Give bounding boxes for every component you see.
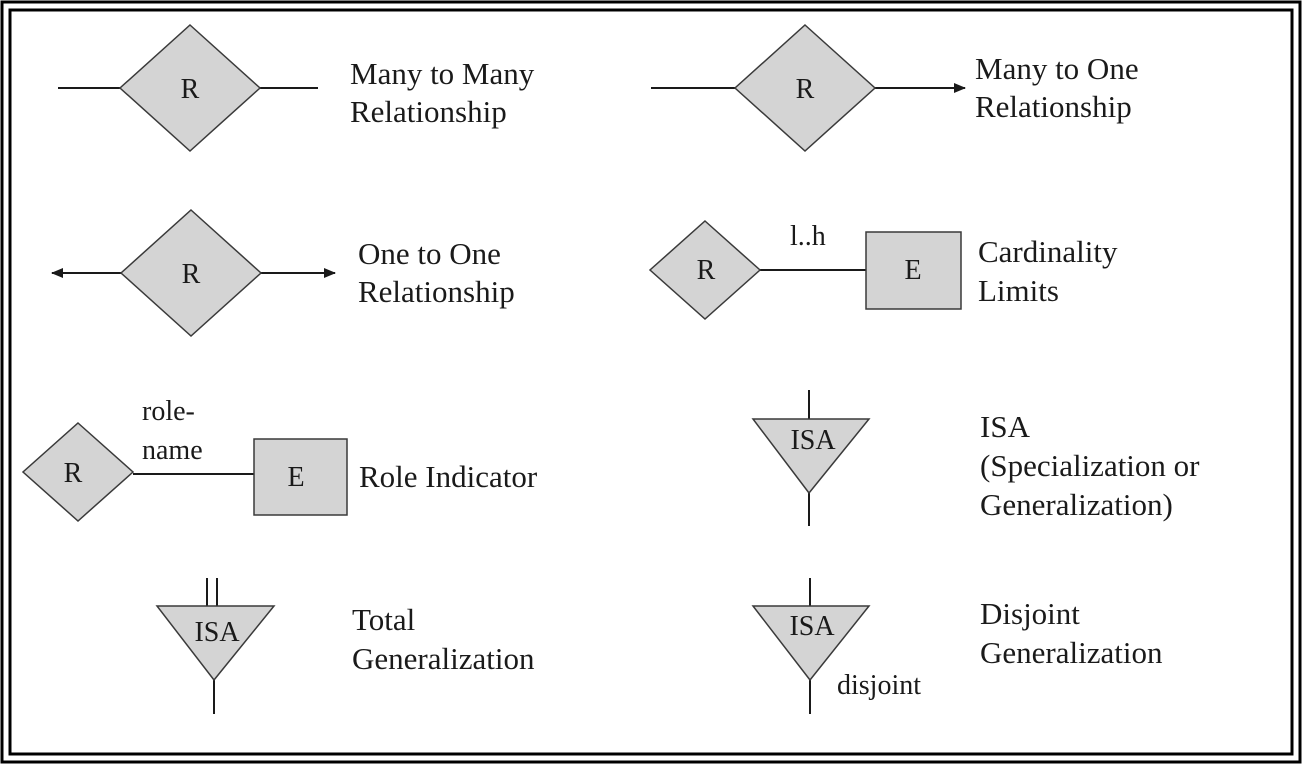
relationship-symbol: R xyxy=(697,255,716,286)
role-name-label-line2: name xyxy=(142,435,203,466)
isa-triangle-label: ISA xyxy=(194,617,240,648)
total-generalization-label-line1: Total xyxy=(352,602,415,637)
many-to-many-label-line2: Relationship xyxy=(350,94,507,129)
disjoint-generalization-symbol: ISA disjoint xyxy=(751,578,921,714)
cardinality-range-label: l..h xyxy=(790,221,826,252)
total-generalization-symbol: ISA xyxy=(155,578,276,714)
role-indicator-symbol: R E role- name xyxy=(21,396,348,523)
isa-symbol: ISA xyxy=(751,390,871,526)
one-to-one-label-line1: One to One xyxy=(358,236,501,271)
cardinality-limits-symbol: R E l..h xyxy=(648,219,962,321)
cardinality-label-line1: Cardinality xyxy=(978,234,1118,269)
many-to-one-label-line2: Relationship xyxy=(975,89,1132,124)
relationship-symbol: R xyxy=(64,458,83,489)
entity-symbol: E xyxy=(287,462,304,493)
cardinality-label-line2: Limits xyxy=(978,273,1059,308)
relationship-symbol: R xyxy=(181,74,200,105)
entity-symbol: E xyxy=(904,255,921,286)
disjoint-tag-label: disjoint xyxy=(837,670,921,701)
many-to-one-symbol: R xyxy=(651,23,966,153)
role-name-label-line1: role- xyxy=(142,396,195,427)
isa-label-line2: (Specialization or xyxy=(980,448,1200,483)
disjoint-generalization-label-line2: Generalization xyxy=(980,635,1163,670)
total-generalization-label-line2: Generalization xyxy=(352,641,535,676)
one-to-one-symbol: R xyxy=(51,208,336,338)
role-indicator-label: Role Indicator xyxy=(359,459,538,494)
relationship-symbol: R xyxy=(182,259,201,290)
many-to-many-symbol: R xyxy=(58,23,318,153)
inner-frame xyxy=(8,8,1294,756)
relationship-symbol: R xyxy=(796,74,815,105)
isa-triangle-label: ISA xyxy=(790,425,836,456)
isa-label-line1: ISA xyxy=(980,409,1031,444)
many-to-one-label-line1: Many to One xyxy=(975,51,1139,86)
isa-label-line3: Generalization) xyxy=(980,487,1173,522)
isa-triangle-label: ISA xyxy=(789,611,835,642)
many-to-many-label-line1: Many to Many xyxy=(350,56,535,91)
one-to-one-label-line2: Relationship xyxy=(358,274,515,309)
disjoint-generalization-label-line1: Disjoint xyxy=(980,596,1080,631)
